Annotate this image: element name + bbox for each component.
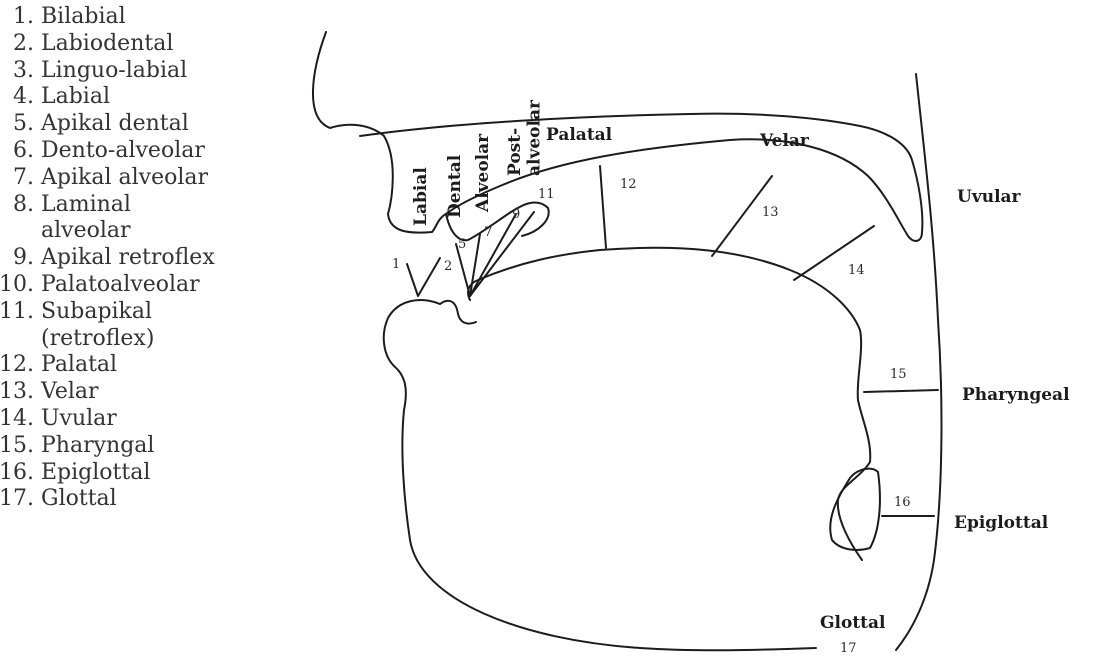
pointer-line-pharyngeal [864,390,938,392]
upper-vocal-tract-outline [313,32,922,241]
number-label-13: 13 [762,205,779,220]
number-label-9: 9 [512,207,520,222]
region-label-epiglottal: Epiglottal [954,513,1049,533]
lower-lip-jaw-outline [384,300,816,650]
pointer-line-bilabial [407,258,440,296]
region-label-post-alveolar: Post-alveolar [505,99,545,176]
number-label-12: 12 [620,177,637,192]
number-label-11: 11 [538,187,555,202]
number-label-17: 17 [840,641,857,656]
region-label-alveolar: Alveolar [473,133,493,213]
number-label-16: 16 [894,495,911,510]
pointer-line-postalveolar [470,212,534,296]
number-label-2: 2 [444,259,452,274]
number-label-15: 15 [890,367,907,382]
region-label-pharyngeal: Pharyngeal [962,385,1070,405]
region-label-dental: Dental [445,154,465,218]
tongue-outline [468,248,870,560]
region-label-uvular: Uvular [957,187,1022,207]
number-label-1: 1 [392,257,400,272]
region-label-glottal: Glottal [820,613,886,633]
region-label-labial: Labial [411,167,431,226]
number-label-5: 5 [458,237,466,252]
lower-teeth [440,301,476,324]
region-label-velar: Velar [759,131,810,151]
pharynx-back-wall [896,74,941,650]
region-label-palatal: Palatal [546,125,613,145]
number-label-14: 14 [848,263,865,278]
pointer-line-palatal [600,166,606,248]
number-label-7: 7 [484,225,492,240]
